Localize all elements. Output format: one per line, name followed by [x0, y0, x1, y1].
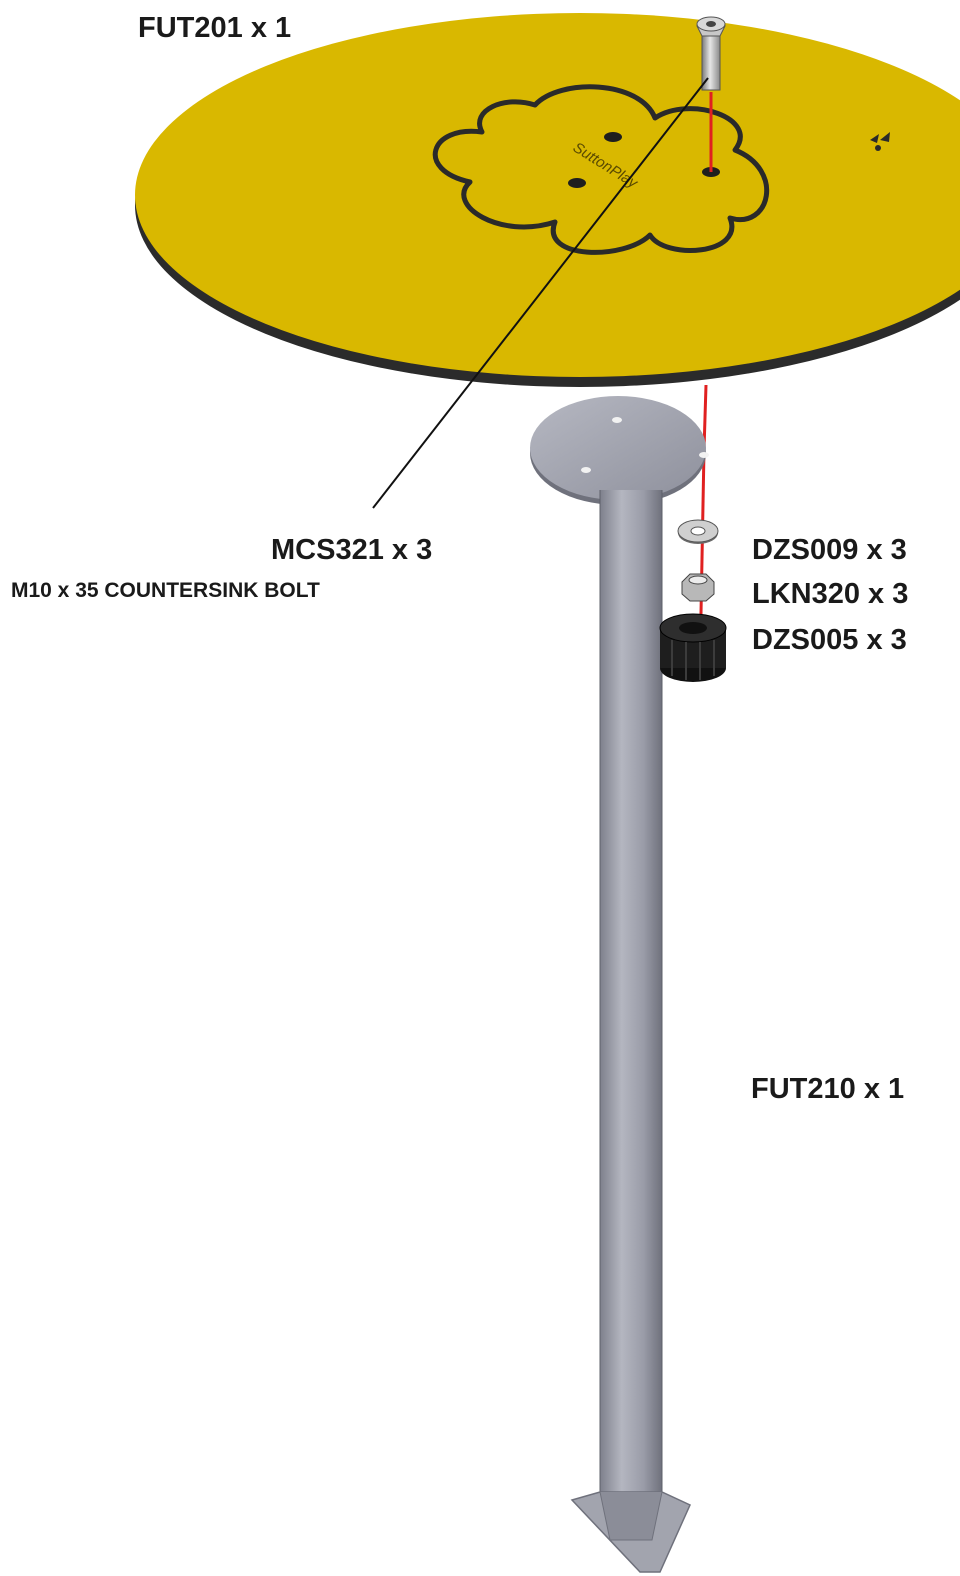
plate-hole-1 — [612, 417, 622, 423]
label-lock-nut: LKN320 x 3 — [752, 578, 909, 610]
table-top-surface — [135, 13, 960, 377]
lock-nut — [681, 573, 715, 602]
plate-hole-2 — [581, 467, 591, 473]
logo-mark-icon — [870, 132, 890, 151]
washer — [677, 519, 719, 544]
hex-socket-icon — [706, 21, 716, 27]
post — [530, 396, 709, 1573]
post-tube — [600, 490, 662, 1500]
hole-2 — [568, 178, 586, 188]
label-washer: DZS009 x 3 — [752, 534, 907, 566]
mounting-plate — [530, 396, 706, 500]
label-table-top: FUT201 x 1 — [138, 12, 292, 44]
flower-print — [432, 84, 770, 255]
countersink-bolt — [696, 16, 726, 91]
bolt-leader-line — [372, 77, 709, 509]
table-top: SuttonPlay — [135, 13, 960, 387]
label-bolt: MCS321 x 3 — [271, 534, 433, 566]
label-post: FUT210 x 1 — [751, 1073, 905, 1105]
hole-1 — [604, 132, 622, 142]
plate-hole-3 — [699, 452, 709, 458]
label-bolt-description: M10 x 35 COUNTERSINK BOLT — [11, 579, 320, 602]
label-cap-nut: DZS005 x 3 — [752, 624, 907, 656]
cap-nut — [659, 613, 727, 682]
